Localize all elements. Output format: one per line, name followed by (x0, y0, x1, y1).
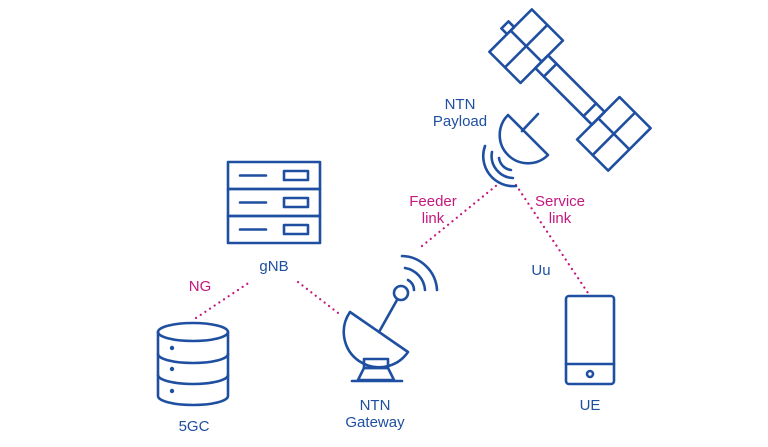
feeder-link-line (420, 183, 499, 248)
service-link-label: Service link (534, 193, 586, 227)
gateway-dish (342, 310, 410, 369)
payload-label: NTN Payload (432, 96, 488, 130)
ue-label: UE (579, 397, 601, 414)
uu-label: Uu (531, 262, 551, 279)
satellite-icon (481, 8, 652, 188)
service-link-line (514, 183, 592, 298)
gnb-gateway-link-line (296, 280, 344, 318)
ng-label: NG (188, 278, 212, 295)
gnb-label: gNB (259, 258, 289, 275)
phone-icon (564, 294, 616, 386)
feeder-link-label: Feeder link (409, 193, 457, 227)
gateway-label: NTN Gateway (345, 397, 405, 431)
satellite-body (534, 54, 606, 126)
ng-link-line (194, 280, 252, 320)
database-icon (156, 321, 230, 407)
core-label: 5GC (178, 418, 210, 435)
dish-antenna-icon (342, 254, 439, 383)
server-rack-icon (226, 160, 322, 245)
satellite-dish (498, 113, 550, 165)
